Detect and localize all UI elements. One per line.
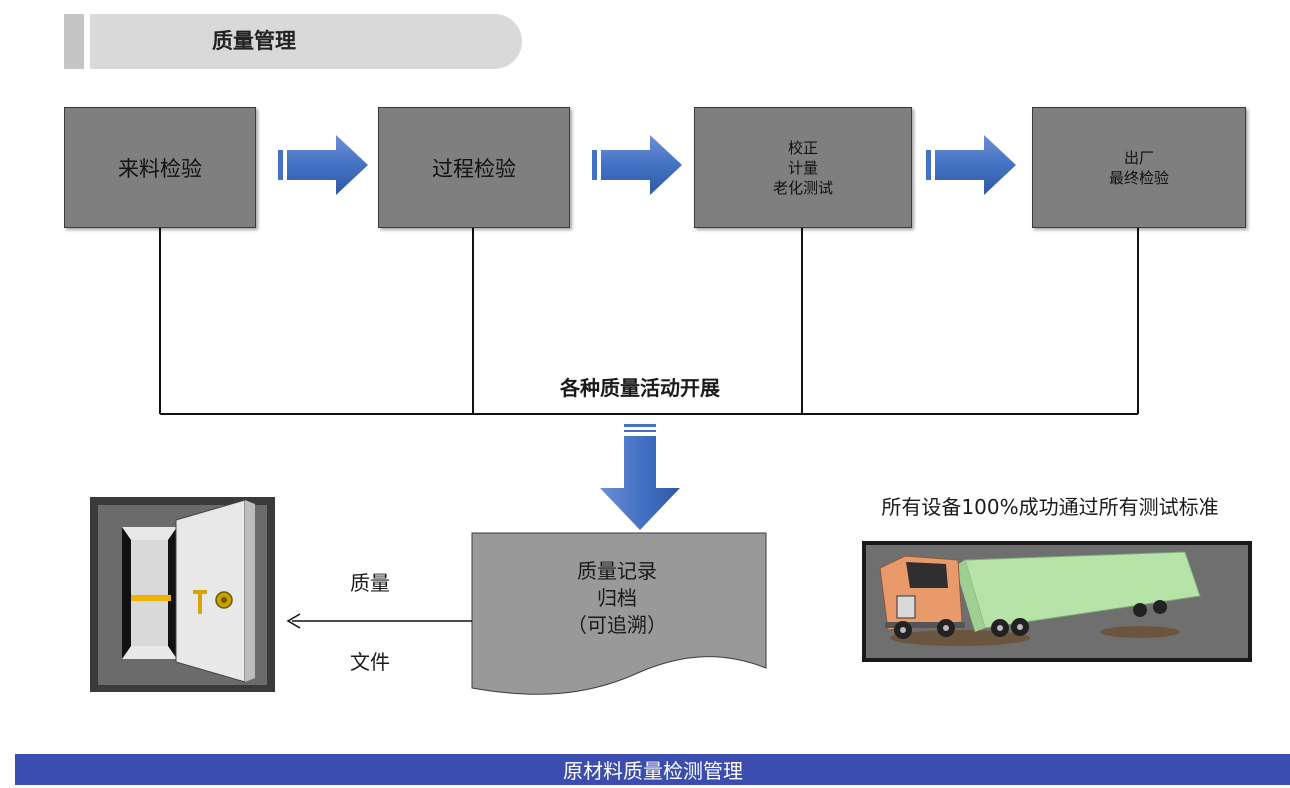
step-label: 最终检验 xyxy=(1108,168,1169,187)
record-document-text: 质量记录 归档 （可追溯） xyxy=(472,558,762,639)
section-title: 质量管理 xyxy=(212,29,296,53)
step-label: 来料检验 xyxy=(118,156,202,181)
activity-connector xyxy=(159,226,1139,415)
footer-caption: 原材料质量检测管理 xyxy=(15,754,1290,785)
record-line: 归档 xyxy=(597,586,637,610)
step-final-inspection: 出厂 最终检验 xyxy=(1032,107,1246,228)
record-line: 质量记录 xyxy=(577,559,657,583)
flow-arrow-2 xyxy=(592,135,682,195)
record-document-shape xyxy=(471,532,767,695)
down-arrow xyxy=(600,424,680,530)
section-title-bar: 质量管理 xyxy=(64,14,522,69)
safe-icon xyxy=(90,497,275,692)
step-incoming-inspection: 来料检验 xyxy=(64,107,256,228)
activities-label: 各种质量活动开展 xyxy=(560,376,720,400)
standard-statement: 所有设备100%成功通过所有测试标准 xyxy=(881,495,1219,519)
title-bar-divider xyxy=(84,14,90,69)
step-process-inspection: 过程检验 xyxy=(378,107,570,228)
title-bar-accent xyxy=(64,14,84,69)
flow-arrow-3 xyxy=(926,135,1016,195)
archive-label-top: 质量 xyxy=(350,571,390,595)
step-label: 校正 xyxy=(787,138,818,157)
step-label: 计量 xyxy=(787,158,818,177)
record-line: （可追溯） xyxy=(567,613,667,637)
truck-image xyxy=(862,541,1252,662)
step-calibration-aging: 校正 计量 老化测试 xyxy=(694,107,912,228)
archive-label-bottom: 文件 xyxy=(350,650,390,674)
flow-arrow-1 xyxy=(278,135,368,195)
step-label: 出厂 xyxy=(1123,148,1154,167)
step-label: 老化测试 xyxy=(772,178,833,197)
step-label: 过程检验 xyxy=(432,156,516,181)
archive-arrow xyxy=(286,613,472,629)
